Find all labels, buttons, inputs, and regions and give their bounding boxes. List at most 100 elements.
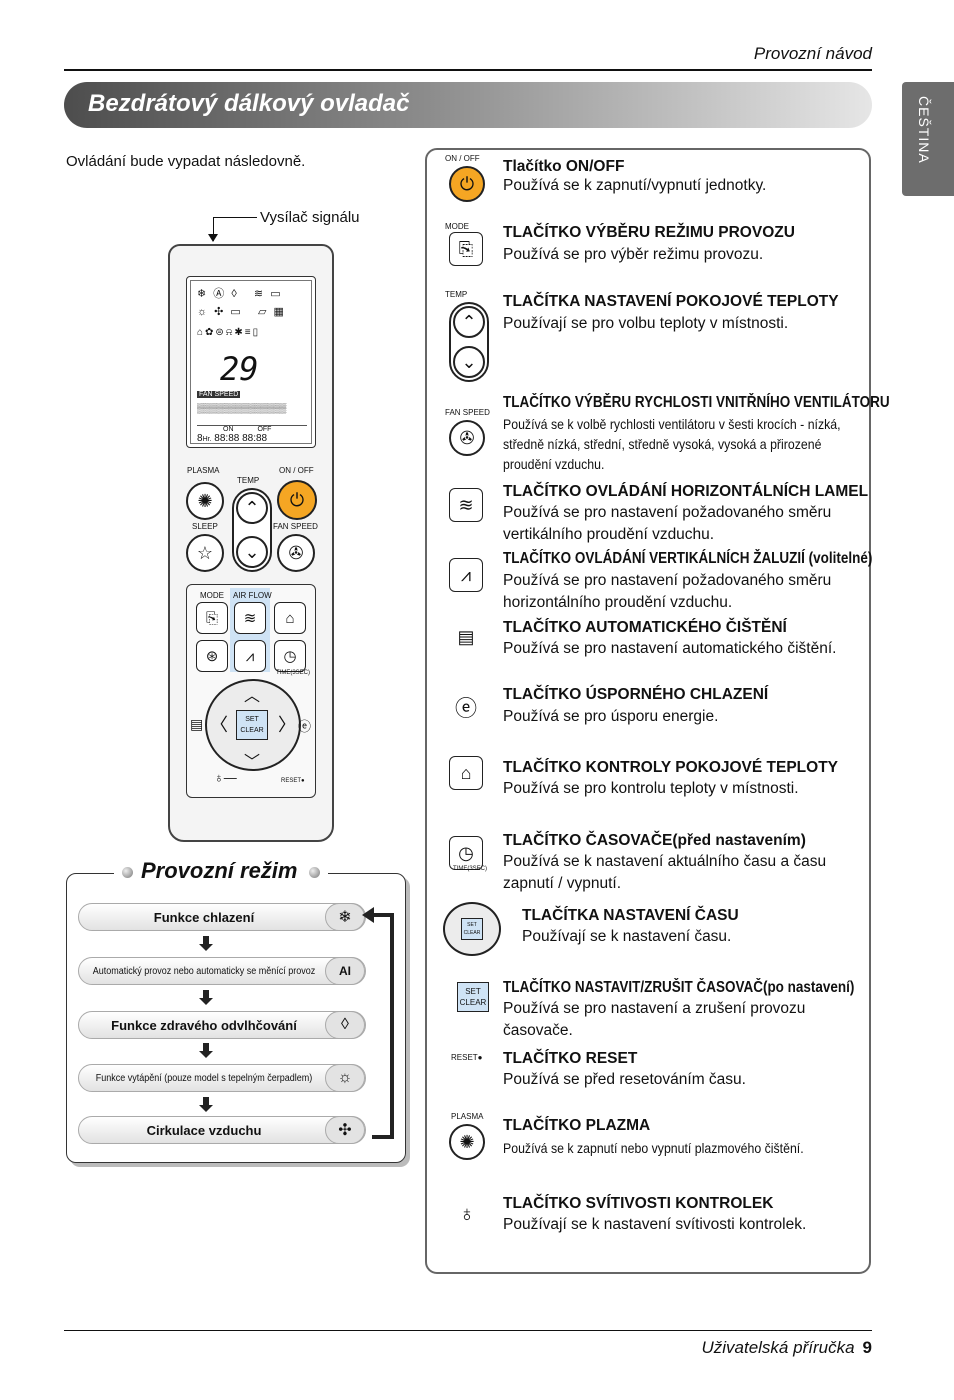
onoff-label: ON / OFF — [445, 154, 480, 163]
item-desc-reset: Používá se před resetováním času. — [503, 1071, 746, 1088]
remote-temp-down-button[interactable]: ⌄ — [236, 536, 268, 568]
operating-modes-title-text: Provozní režim — [141, 858, 298, 883]
item-desc-fanspeed: Používá se k volbě rychlosti ventilátoru… — [503, 416, 841, 472]
remote-set-label: SET — [245, 716, 259, 723]
remote-temp-up-button[interactable]: ⌃ — [236, 492, 268, 524]
mode-auto-label: Automatický provoz nebo automaticky se m… — [92, 966, 316, 977]
lcd-mode-icons-2: ☼ ✣ ▭ ▱ ▦ — [197, 306, 286, 318]
temp-up-icon: ⌃ — [453, 306, 485, 338]
remote-horizontal-vane-button[interactable]: ≋ — [234, 602, 266, 634]
energy-saving-icon: ⓔ — [454, 696, 477, 721]
lcd-on: ON — [223, 426, 234, 433]
lcd-hr: Hr. — [202, 436, 212, 443]
remote-timer-button[interactable]: ◷ — [274, 640, 306, 672]
remote-fanspeed-button[interactable]: ✇ — [277, 534, 315, 572]
item-desc-hvane: Používá se pro nastavení požadovaného sm… — [503, 504, 832, 543]
temp-down-icon: ⌄ — [453, 346, 485, 378]
item-title-autoclean: TLAČÍTKO AUTOMATICKÉHO ČIŠTĚNÍ — [503, 619, 787, 636]
lcd-timer-digits: 8Hr. 88:88 88:88 — [197, 433, 268, 444]
footer-text: Uživatelská příručka — [701, 1338, 855, 1357]
language-tab-label: ČEŠTINA — [916, 96, 932, 164]
remote-right-arrow-icon[interactable]: 〉 — [278, 715, 296, 735]
item-title-setclear: TLAČÍTKO NASTAVIT/ZRUŠIT ČASOVAČ(po nast… — [503, 979, 855, 996]
remote-vertical-vane-button[interactable]: ⩘ — [234, 640, 266, 672]
item-desc-plasma: Používá se k zapnutí nebo vypnutí plazmo… — [503, 1140, 804, 1156]
remote-sleep-label: SLEEP — [192, 522, 218, 531]
item-title-vvane: TLAČÍTKO OVLÁDÁNÍ VERTIKÁLNÍCH ŽALUZIÍ (… — [503, 550, 873, 567]
lcd-mode-icons: ❄ Ⓐ ◊ ≋ ▭ — [197, 288, 283, 300]
title-bullet-right — [309, 866, 321, 878]
lcd-off: OFF — [257, 426, 272, 433]
remote-fanspeed-label: FAN SPEED — [273, 522, 318, 531]
signal-arrow-icon — [208, 234, 218, 242]
item-title-energy: TLAČÍTKO ÚSPORNÉHO CHLAZENÍ — [503, 686, 769, 703]
item-title-temp: TLAČÍTKA NASTAVENÍ POKOJOVÉ TEPLOTY — [503, 293, 839, 310]
mode-item-circulation: Cirkulace vzduchu✣ — [78, 1116, 366, 1144]
section-title-bar: Bezdrátový dálkový ovladač — [64, 82, 872, 128]
remote-clear-label: CLEAR — [240, 727, 264, 734]
item-desc-onoff: Používá se k zapnutí/vypnutí jednotky. — [503, 177, 767, 194]
signal-leader-vline — [213, 217, 214, 241]
remote-reset-label: RESET● — [281, 778, 305, 784]
signal-label: Vysílač signálu — [260, 209, 360, 226]
remote-room-temp-button[interactable]: ⌂ — [274, 602, 306, 634]
remote-onoff-button[interactable]: ⏻ — [277, 480, 317, 520]
fanspeed-label: FAN SPEED — [445, 408, 490, 417]
lcd-bar: ▒▒▒▒▒▒▒▒▒▒▒▒▒▒ — [197, 403, 287, 413]
fan-icon: ✣ — [325, 1116, 365, 1144]
page-number: 9 — [862, 1338, 872, 1357]
operating-modes-title: Provozní režim — [114, 858, 329, 884]
remote-sleep-button[interactable]: ☆ — [186, 534, 224, 572]
item-title-timer: TLAČÍTKO ČASOVAČE(před nastavením) — [503, 832, 806, 849]
snowflake-icon: ❄ — [325, 903, 365, 931]
remote-plasma-label: PLASMA — [187, 466, 220, 475]
reset-label: RESET● — [451, 1053, 483, 1062]
auto-clean-icon: ▤ — [457, 626, 475, 647]
remote-airflow-label: AIR FLOW — [233, 591, 272, 600]
remote-light-icon[interactable]: ♁— — [214, 770, 237, 785]
droplet-icon: ◊ — [325, 1011, 365, 1039]
title-bullet-left — [122, 866, 133, 878]
plasma-icon: ✺ — [449, 1124, 485, 1160]
remote-autoclean-icon[interactable]: ▤ — [190, 716, 204, 732]
pad-clear-label: CLEAR — [463, 930, 481, 936]
remote-mode-button[interactable]: ⎘ — [196, 602, 228, 634]
header-title: Provozní návod — [753, 44, 872, 63]
ai-icon: AI — [325, 957, 365, 985]
mode-item-dehumidify: Funkce zdravého odvlhčování ◊ — [78, 1011, 366, 1039]
lcd-fan-speed: FAN SPEED — [197, 391, 241, 398]
item-desc-timesetting: Používají se k nastavení času. — [522, 928, 732, 945]
item-title-plasma: TLAČÍTKO PLAZMA — [503, 1117, 651, 1134]
lcd-timer-row: ON OFF — [197, 425, 307, 433]
item-title-roomtemp: TLAČÍTKO KONTROLY POKOJOVÉ TEPLOTY — [503, 759, 839, 776]
mode-item-heating: Funkce vytápění (pouze model s tepelným … — [78, 1064, 366, 1092]
room-temp-icon: ⌂ — [449, 756, 483, 790]
remote-energy-saving-icon[interactable]: ⓔ — [298, 719, 312, 734]
item-desc-energy: Používá se pro úsporu energie. — [503, 708, 719, 725]
lcd-function-icons: ⌂✿⊜⍾✱≡▯ — [197, 327, 261, 338]
remote-temp-label: TEMP — [237, 476, 260, 485]
remote-energy-button[interactable]: ⊛ — [196, 640, 228, 672]
mode-dehumidify-label: Funkce zdravého odvlhčování — [111, 1018, 297, 1033]
timer-time-label: TIME(3SEC) — [453, 866, 488, 872]
remote-left-arrow-icon[interactable]: 〈 — [210, 715, 228, 735]
remote-set-clear-button[interactable]: SET CLEAR — [236, 710, 268, 740]
item-title-mode: TLAČÍTKO VÝBĚRU REŽIMU PROVOZU — [503, 224, 795, 241]
temp-rocker-icon — [449, 302, 489, 382]
remote-plasma-button[interactable]: ✺ — [186, 482, 224, 520]
item-title-onoff: Tlačítko ON/OFF — [503, 158, 625, 175]
setclear-set-label: SET — [465, 987, 481, 996]
remote-down-arrow-icon[interactable]: ﹀ — [244, 754, 261, 771]
plasma-label: PLASMA — [451, 1112, 484, 1121]
mode-cooling-label: Funkce chlazení — [153, 910, 255, 925]
item-desc-vvane: Používá se pro nastavení požadovaného sm… — [503, 572, 832, 611]
header-rule — [64, 69, 872, 71]
lcd-temperature: 29 — [220, 350, 259, 388]
item-desc-mode: Používá se pro výběr režimu provozu. — [503, 246, 764, 263]
mode-item-cooling: Funkce chlazení ❄ — [78, 903, 366, 931]
item-desc-setclear: Používá se pro nastavení a zrušení provo… — [503, 1000, 806, 1039]
horizontal-vane-icon: ≋ — [449, 488, 483, 522]
item-desc-autoclean: Používá se pro nastavení automatického č… — [503, 640, 837, 657]
remote-up-arrow-icon[interactable]: ︿ — [244, 688, 261, 705]
